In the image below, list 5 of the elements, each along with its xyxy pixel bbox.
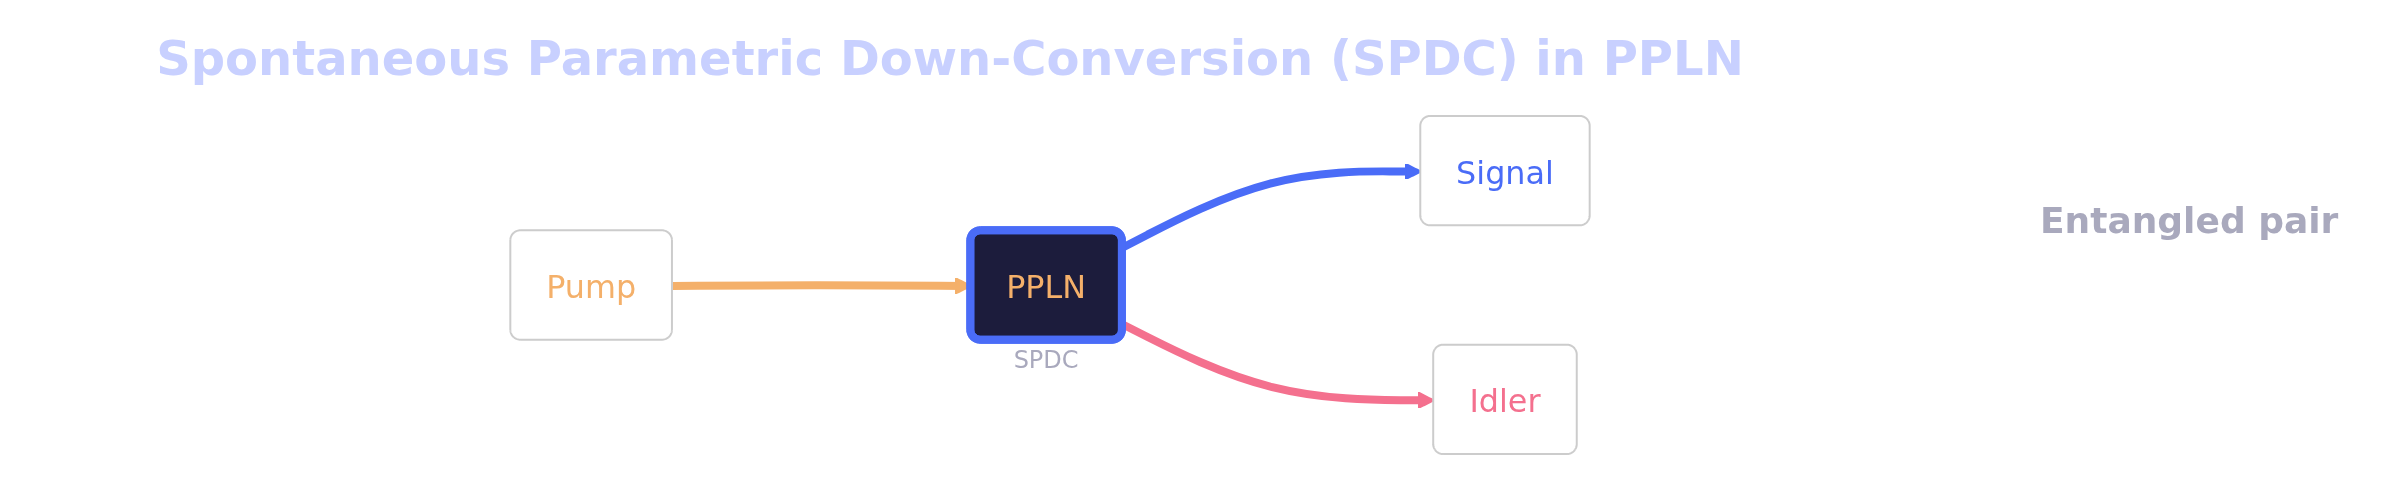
node-caption: SPDC <box>1013 345 1079 374</box>
node-text: Pump <box>546 267 637 306</box>
node-text: Signal <box>1456 153 1554 192</box>
annotation-text: Entangled pair <box>2040 200 2339 241</box>
node-text: Idler <box>1469 382 1541 421</box>
